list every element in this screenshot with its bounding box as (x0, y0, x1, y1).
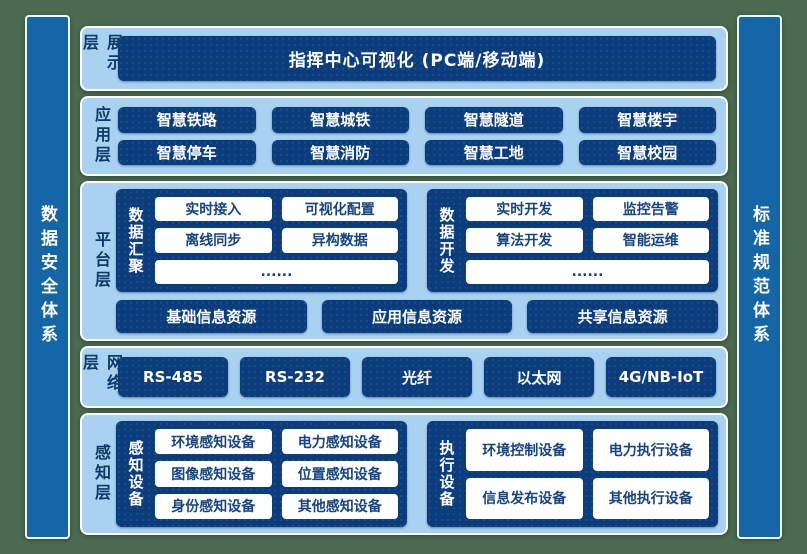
command-center-box: 指挥中心可视化 (PC端/移动端) (118, 36, 716, 81)
app-box: 智慧校园 (578, 139, 716, 165)
device-item: 图像感知设备 (155, 461, 272, 487)
layer-stack: 展示层 指挥中心可视化 (PC端/移动端) 应用层 智慧铁路 智慧城铁 智慧隧道… (80, 26, 728, 535)
app-box: 智慧消防 (271, 139, 409, 165)
network-layer-label: 网络层 (80, 354, 123, 394)
resource-box: 应用信息资源 (321, 300, 513, 333)
app-box: 智慧停车 (118, 139, 256, 165)
pillar-data-security-label: 数据安全体系 (37, 205, 57, 349)
platform-item: 智能运维 (592, 228, 709, 253)
panel-display-layer: 展示层 指挥中心可视化 (PC端/移动端) (80, 26, 728, 91)
network-box: 以太网 (484, 357, 594, 397)
group-sensing-devices-label: 感知设备 (126, 440, 145, 508)
app-box: 智慧工地 (425, 139, 563, 165)
pillar-standards: 标准规范体系 (737, 15, 782, 539)
platform-item-more: ...... (155, 259, 398, 284)
app-box: 智慧铁路 (118, 107, 256, 133)
display-layer-label: 展示层 (80, 34, 123, 74)
platform-item: 实时开发 (466, 197, 583, 222)
application-layer-label: 应用层 (92, 106, 111, 166)
device-item: 位置感知设备 (281, 461, 398, 487)
device-item: 其他执行设备 (592, 477, 709, 519)
resource-box: 共享信息资源 (527, 300, 719, 333)
device-item: 身份感知设备 (155, 493, 272, 519)
network-box: RS-232 (240, 357, 350, 397)
panel-perception-layer: 感知层 感知设备 环境感知设备 电力感知设备 图像感知设备 位置感知设备 身份感… (80, 413, 728, 535)
pillar-data-security: 数据安全体系 (25, 15, 70, 539)
group-data-aggregation: 数据汇聚 实时接入 可视化配置 离线同步 异构数据 ...... (116, 189, 407, 292)
app-box: 智慧隧道 (425, 107, 563, 133)
group-data-development: 数据开发 实时开发 监控告警 算法开发 智能运维 ...... (427, 189, 718, 292)
platform-item: 离线同步 (155, 228, 272, 253)
group-data-aggregation-label: 数据汇聚 (126, 206, 145, 275)
group-actuator-devices-label: 执行设备 (437, 440, 456, 508)
panel-platform-layer: 平台层 数据汇聚 实时接入 可视化配置 离线同步 异构数据 .. (80, 181, 728, 341)
platform-item: 可视化配置 (281, 197, 398, 222)
device-item: 信息发布设备 (466, 477, 583, 519)
platform-item: 算法开发 (466, 228, 583, 253)
platform-layer-label: 平台层 (92, 231, 111, 291)
group-actuator-devices: 执行设备 环境控制设备 电力执行设备 信息发布设备 其他执行设备 (427, 421, 718, 527)
device-item: 环境控制设备 (466, 429, 583, 471)
platform-item-more: ...... (466, 259, 709, 284)
platform-item: 异构数据 (281, 228, 398, 253)
perception-layer-label: 感知层 (92, 444, 111, 504)
pillar-standards-label: 标准规范体系 (749, 205, 769, 349)
panel-application-layer: 应用层 智慧铁路 智慧城铁 智慧隧道 智慧楼宇 智慧停车 智慧消防 智慧工地 智… (80, 96, 728, 176)
app-box: 智慧楼宇 (578, 107, 716, 133)
network-box: 光纤 (362, 357, 472, 397)
group-sensing-devices: 感知设备 环境感知设备 电力感知设备 图像感知设备 位置感知设备 身份感知设备 … (116, 421, 407, 527)
resource-box: 基础信息资源 (116, 300, 307, 333)
device-item: 电力感知设备 (281, 429, 398, 455)
app-box: 智慧城铁 (271, 107, 409, 133)
network-box: RS-485 (118, 357, 228, 397)
device-item: 环境感知设备 (155, 429, 272, 455)
network-box: 4G/NB-IoT (606, 357, 716, 397)
platform-item: 监控告警 (592, 197, 709, 222)
panel-network-layer: 网络层 RS-485 RS-232 光纤 以太网 4G/NB-IoT (80, 346, 728, 408)
group-data-development-label: 数据开发 (437, 206, 456, 275)
device-item: 电力执行设备 (592, 429, 709, 471)
device-item: 其他感知设备 (281, 493, 398, 519)
platform-item: 实时接入 (155, 197, 272, 222)
